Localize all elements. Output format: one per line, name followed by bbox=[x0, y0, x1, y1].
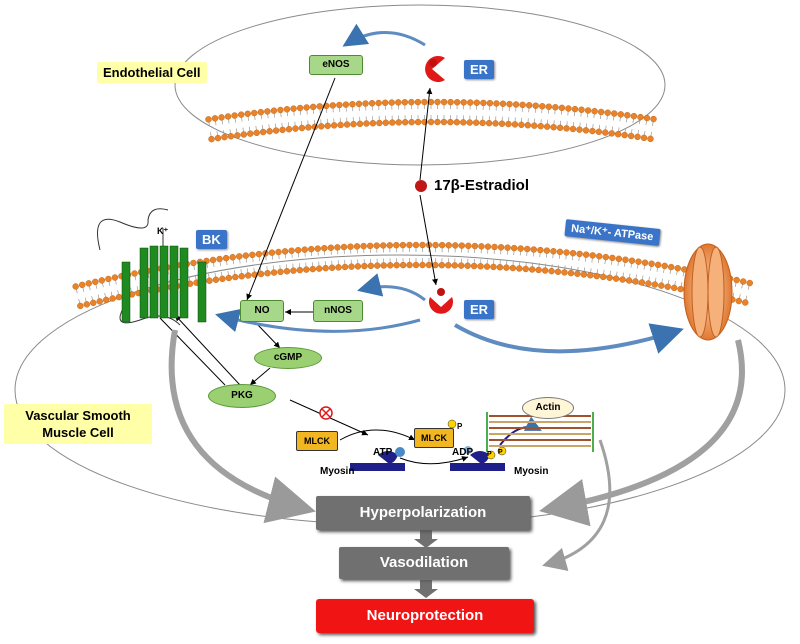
inhibition-icon bbox=[319, 406, 333, 420]
pkg-to-bk-line bbox=[174, 314, 241, 386]
enos-box: eNOS bbox=[309, 55, 363, 75]
phosphate-label-myosin: P bbox=[498, 449, 503, 456]
mlck-box: MLCK bbox=[296, 431, 338, 451]
cgmp-to-pkg-line bbox=[249, 367, 271, 386]
no-to-cgmp-line bbox=[257, 324, 281, 349]
phosphate-label-mlck: P bbox=[457, 422, 463, 431]
phosphate-mlck-icon bbox=[447, 419, 457, 429]
neuroprotection-box: Neuroprotection bbox=[316, 599, 534, 633]
myosin-to-actin-arrow bbox=[499, 416, 542, 446]
actin-ellipse: Actin bbox=[522, 397, 574, 419]
adp-label: ADP bbox=[452, 447, 474, 458]
bk-channel-icon bbox=[97, 208, 207, 326]
nnos-box: nNOS bbox=[313, 300, 363, 322]
estradiol-to-er-top-line bbox=[419, 87, 433, 181]
endothelial-membrane bbox=[205, 98, 657, 143]
er-to-nnos-arrow bbox=[357, 273, 426, 302]
er-bottom-label: ER bbox=[464, 300, 495, 319]
mlck-phosphorylated-box: MLCK bbox=[414, 428, 454, 448]
hyperpolarization-box: Hyperpolarization bbox=[316, 496, 530, 530]
er-to-atpase-arrow bbox=[453, 323, 684, 354]
cgmp-ellipse: cGMP bbox=[254, 347, 322, 369]
smooth-muscle-cell-label: Vascular Smooth Muscle Cell bbox=[4, 404, 152, 444]
bk-to-hyperpolarization-arrow bbox=[168, 329, 316, 524]
down-arrow-2 bbox=[414, 580, 438, 598]
k-ion-label: K⁺ bbox=[157, 226, 169, 236]
no-box: NO bbox=[240, 300, 284, 322]
pkg-ellipse: PKG bbox=[208, 384, 276, 408]
atp-adp-arrow bbox=[399, 456, 469, 465]
pkg-to-bk-line-2 bbox=[159, 317, 226, 386]
atpase-icon bbox=[683, 243, 733, 341]
er-to-enos-arrow bbox=[342, 23, 426, 47]
vasodilation-box: Vasodilation bbox=[339, 547, 509, 579]
bk-label: BK bbox=[196, 230, 227, 249]
down-arrow-1 bbox=[414, 530, 438, 548]
phosphate-label-adp: P bbox=[487, 451, 492, 458]
endothelial-cell-outline bbox=[174, 4, 666, 166]
atpase-to-hyperpolarization-arrow bbox=[539, 339, 745, 527]
er-receptor-bottom-icon bbox=[429, 288, 454, 314]
estradiol-dot bbox=[415, 180, 427, 192]
actin-filaments bbox=[486, 412, 594, 452]
actin-to-vasodilation-arrow bbox=[542, 439, 612, 571]
myosin-right-icon bbox=[450, 446, 507, 471]
mlck-activation-arrow bbox=[339, 429, 416, 441]
er-receptor-top-icon bbox=[425, 55, 445, 83]
myosin-left-label: Myosin bbox=[320, 466, 355, 477]
endothelial-cell-label: Endothelial Cell bbox=[97, 62, 207, 83]
er-top-label: ER bbox=[464, 60, 495, 79]
estradiol-to-er-bottom-line bbox=[419, 194, 438, 286]
estradiol-label: 17β-Estradiol bbox=[434, 177, 530, 194]
myosin-right-label: Myosin bbox=[514, 466, 549, 477]
enos-to-no-line bbox=[246, 77, 336, 301]
atp-label: ATP bbox=[373, 447, 393, 458]
myosin-left-icon bbox=[350, 447, 405, 471]
